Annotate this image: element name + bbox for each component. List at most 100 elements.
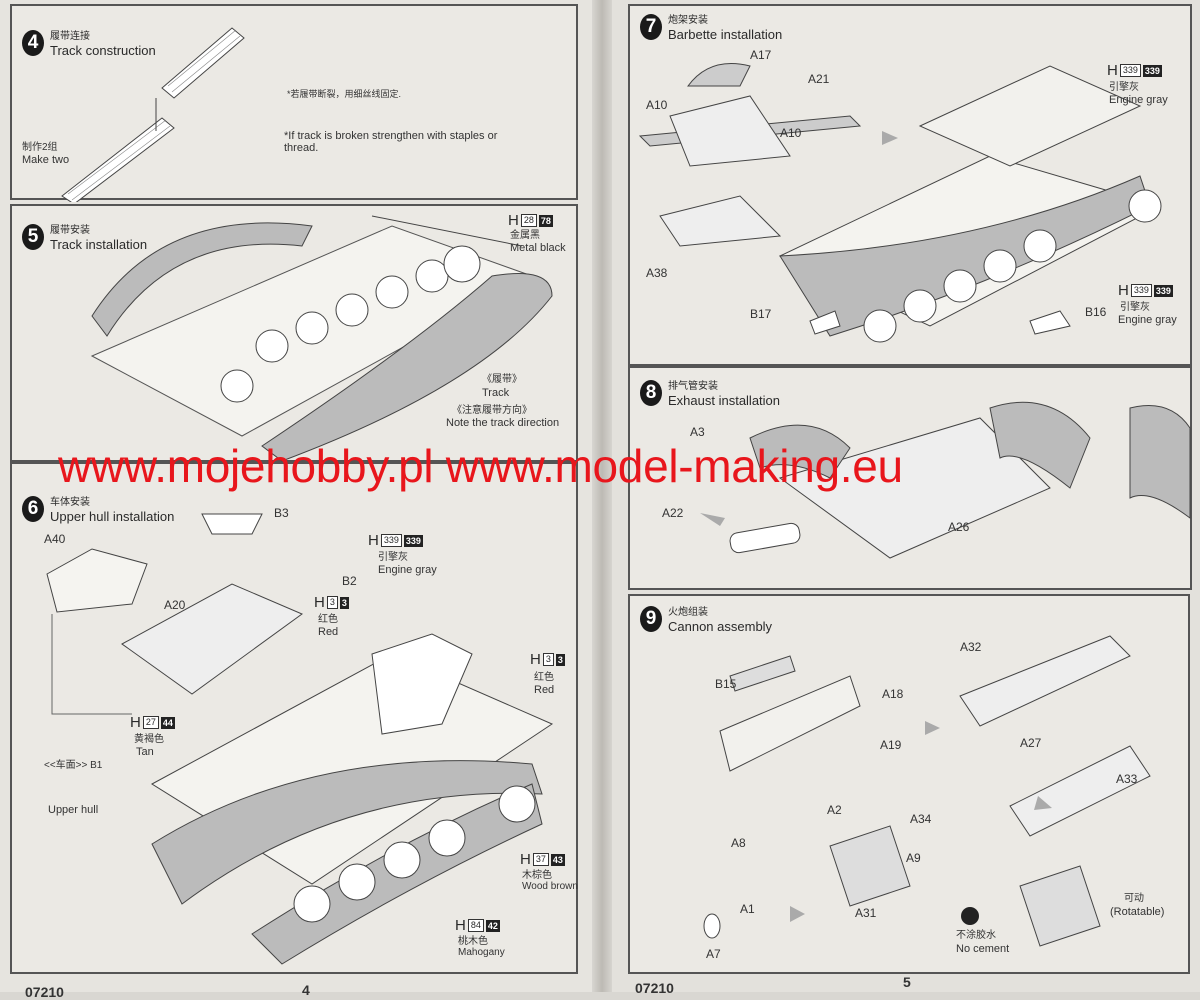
- part-label-a10: A10: [646, 98, 668, 112]
- step-title-cn: 履带连接: [50, 31, 90, 42]
- track-segments-illustration: [61, 27, 245, 202]
- part-label-b15: B15: [715, 677, 737, 691]
- paint-code: 84: [467, 919, 484, 932]
- page-gutter: [592, 0, 612, 992]
- part-label-a27: A27: [1020, 736, 1042, 750]
- paint-name: Engine gray: [1118, 314, 1177, 326]
- page-number: 4: [302, 982, 310, 998]
- rotatable-cn: 可动: [1124, 893, 1144, 904]
- part-label-b1: <<车面>> B1: [44, 760, 103, 771]
- step-title: Cannon assembly: [668, 619, 773, 634]
- part-label-a32: A32: [960, 640, 982, 654]
- step-number: 7: [640, 14, 662, 40]
- paint-name: Tan: [136, 746, 154, 758]
- paint-code: 339: [1130, 284, 1152, 297]
- paint-code: 27: [142, 716, 159, 729]
- part-label-b16: B16: [1085, 305, 1107, 319]
- part-label-b2: B2: [342, 574, 357, 588]
- step-number: 8: [640, 380, 662, 406]
- paint-name-cn: 金属黑: [510, 230, 540, 241]
- paint-prefix: H: [520, 851, 531, 868]
- upper-hull-label: Upper hull: [48, 804, 99, 816]
- part-label-a31: A31: [855, 906, 877, 920]
- part-label-a34: A34: [910, 812, 932, 826]
- part-label-a17: A17: [750, 48, 772, 62]
- part-label-a38: A38: [646, 266, 668, 280]
- paint-code: 3: [542, 653, 554, 666]
- part-label-a40: A40: [44, 532, 66, 546]
- paint-prefix: H: [314, 594, 325, 611]
- paint-name: Engine gray: [1109, 94, 1168, 106]
- step-title-cn: 排气管安装: [668, 381, 718, 392]
- paint-name-cn: 引擎灰: [1120, 302, 1150, 313]
- rotatable-label: (Rotatable): [1110, 906, 1165, 918]
- part-label-a10-b: A10: [780, 126, 802, 140]
- paint-code-alt: 3: [555, 653, 565, 666]
- step-number: 4: [22, 30, 44, 56]
- product-code: 07210: [25, 984, 64, 1000]
- paint-code: 339: [380, 534, 402, 547]
- paint-code-alt: 43: [550, 853, 565, 866]
- make-two-cn: 制作2组: [22, 142, 58, 153]
- part-label-a7: A7: [706, 947, 721, 961]
- part-label-a1: A1: [740, 902, 755, 916]
- note-cn: *若履带断裂，用细丝线固定.: [287, 89, 402, 99]
- paint-code: 339: [1119, 64, 1141, 77]
- track-label-cn: 《履带》: [482, 374, 522, 385]
- paint-name-cn: 红色: [318, 614, 338, 625]
- step-title: Track installation: [50, 237, 148, 252]
- watermark: www.mojehobby.pl www.model-making.eu: [58, 440, 903, 492]
- part-label-a22: A22: [662, 506, 684, 520]
- paint-code-alt: 339: [1153, 284, 1173, 297]
- make-two-label: Make two: [22, 154, 70, 166]
- part-label-b17: B17: [750, 307, 772, 321]
- note-text: *If track is broken strengthen with stap…: [284, 130, 498, 154]
- step-title: Upper hull installation: [50, 509, 175, 524]
- paint-code: 3: [326, 596, 338, 609]
- paint-prefix: H: [1118, 282, 1129, 299]
- paint-code-alt: 42: [485, 919, 500, 932]
- part-label-b3: B3: [274, 506, 289, 520]
- step-number: 5: [22, 224, 44, 250]
- direction-note: Note the track direction: [446, 417, 560, 429]
- step-title: Exhaust installation: [668, 393, 781, 408]
- part-label-a3: A3: [690, 425, 705, 439]
- paint-name-cn: 木棕色: [522, 870, 552, 881]
- part-label-a26: A26: [948, 520, 970, 534]
- step-number: 6: [22, 496, 44, 522]
- part-label-a2: A2: [827, 803, 842, 817]
- part-label-a8: A8: [731, 836, 746, 850]
- step-number: 9: [640, 606, 662, 632]
- step-title-cn: 火炮组装: [668, 607, 708, 618]
- paint-name: Red: [318, 626, 339, 638]
- paint-name-cn: 桃木色: [458, 936, 488, 947]
- cannon-illustration: [703, 635, 1151, 947]
- direction-note-cn: 《注意履带方向》: [452, 405, 532, 416]
- paint-name: Wood brown: [522, 881, 578, 892]
- paint-prefix: H: [530, 651, 541, 668]
- step-title-cn: 车体安装: [50, 497, 90, 508]
- paint-name: Metal black: [510, 242, 566, 254]
- step-title-cn: 履带安装: [50, 225, 90, 236]
- part-label-a18: A18: [882, 687, 904, 701]
- upper-hull-illustration: [46, 513, 554, 965]
- paint-prefix: H: [1107, 62, 1118, 79]
- no-cement-label: No cement: [956, 943, 1010, 955]
